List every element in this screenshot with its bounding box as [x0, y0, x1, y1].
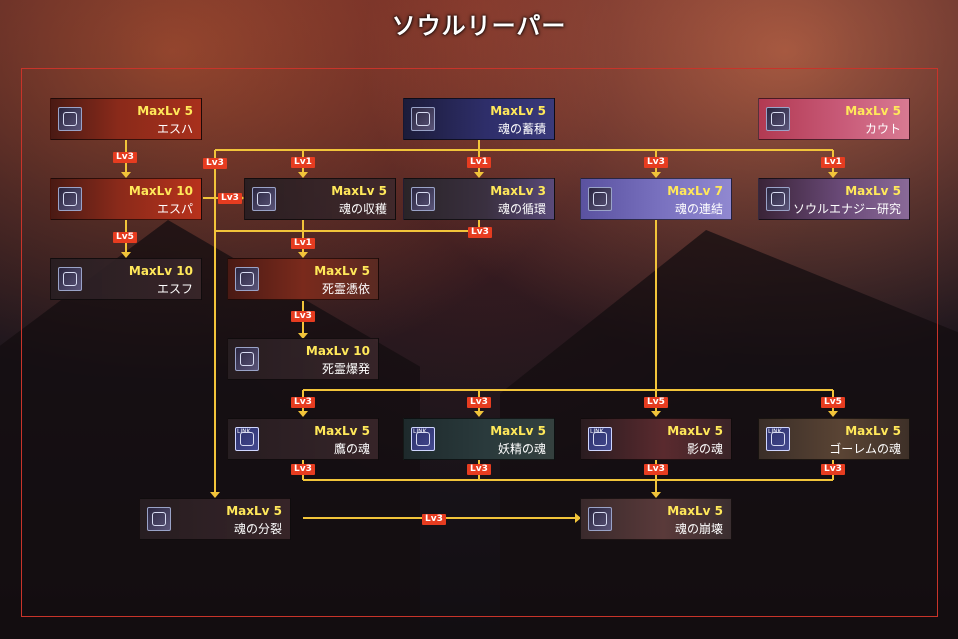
skill-name: 死霊憑依: [321, 282, 370, 296]
max-level: MaxLv 5: [137, 104, 193, 118]
skill-node-bunretsu[interactable]: MaxLv 5 魂の分裂: [139, 498, 291, 540]
skill-name: 死霊爆発: [321, 362, 370, 376]
skill-name: 妖精の魂: [497, 442, 546, 456]
max-level: MaxLv 5: [490, 104, 546, 118]
level-badge: Lv5: [821, 397, 845, 408]
split-soul-icon: [147, 507, 171, 531]
skill-node-kenkyuu[interactable]: MaxLv 5 ソウルエナジー研究: [758, 178, 910, 220]
max-level: MaxLv 10: [305, 344, 370, 358]
skill-name: ゴーレムの魂: [829, 442, 901, 456]
skull-icon: [235, 267, 259, 291]
skill-name: 魂の循環: [497, 202, 546, 216]
skill-name: エスハ: [156, 122, 193, 136]
skill-node-junkan[interactable]: MaxLv 3 魂の循環: [403, 178, 555, 220]
skill-node-esupa[interactable]: MaxLv 10 エスパ: [50, 178, 202, 220]
max-level: MaxLv 5: [490, 424, 546, 438]
skill-node-golem[interactable]: MaxLv 5 ゴーレムの魂: [758, 418, 910, 460]
layered-lines-icon: [58, 187, 82, 211]
skill-node-houkai[interactable]: MaxLv 5 魂の崩壊: [580, 498, 732, 540]
skill-node-shuukaku[interactable]: MaxLv 5 魂の収穫: [244, 178, 396, 220]
link-golem-icon: [766, 427, 790, 451]
skill-name: カウト: [864, 122, 901, 136]
level-badge: Lv1: [821, 157, 845, 168]
page-title: ソウルリーパー: [391, 12, 567, 40]
skill-name: 魂の分裂: [233, 522, 282, 536]
skill-node-yousei[interactable]: MaxLv 5 妖精の魂: [403, 418, 555, 460]
level-badge: Lv3: [203, 158, 227, 169]
skill-node-esuha[interactable]: MaxLv 5 エスハ: [50, 98, 202, 140]
pentagon-icon: [766, 107, 790, 131]
swirl-icon: [252, 187, 276, 211]
skill-name: 鷹の魂: [333, 442, 370, 456]
collapse-icon: [588, 507, 612, 531]
max-level: MaxLv 7: [667, 184, 723, 198]
link-fairy-icon: [411, 427, 435, 451]
skill-node-kage[interactable]: MaxLv 5 影の魂: [580, 418, 732, 460]
chain-bowl-icon: [588, 187, 612, 211]
level-badge: Lv3: [218, 193, 242, 204]
level-badge: Lv1: [467, 157, 491, 168]
max-level: MaxLv 10: [128, 264, 193, 278]
max-level: MaxLv 5: [667, 504, 723, 518]
skill-node-esufu[interactable]: MaxLv 10 エスフ: [50, 258, 202, 300]
level-badge: Lv5: [644, 397, 668, 408]
burst-icon: [235, 347, 259, 371]
max-level: MaxLv 10: [128, 184, 193, 198]
skill-name: 魂の蓄積: [497, 122, 546, 136]
skill-node-kauto[interactable]: MaxLv 5 カウト: [758, 98, 910, 140]
level-badge: Lv1: [291, 157, 315, 168]
rune-icon: [766, 187, 790, 211]
skill-node-tamashii-chikuseki[interactable]: MaxLv 5 魂の蓄積: [403, 98, 555, 140]
level-badge: Lv3: [467, 397, 491, 408]
cycle-icon: [411, 187, 435, 211]
skill-name: 魂の崩壊: [674, 522, 723, 536]
max-level: MaxLv 5: [314, 424, 370, 438]
skill-name: エスフ: [156, 282, 193, 296]
skill-node-taka[interactable]: MaxLv 5 鷹の魂: [227, 418, 379, 460]
skill-node-bakuhatsu[interactable]: MaxLv 10 死霊爆発: [227, 338, 379, 380]
skill-name: 影の魂: [686, 442, 723, 456]
max-level: MaxLv 5: [845, 424, 901, 438]
soul-orb-icon: [411, 107, 435, 131]
level-badge: Lv3: [422, 514, 446, 525]
level-badge: Lv3: [468, 227, 492, 238]
max-level: MaxLv 3: [490, 184, 546, 198]
skill-name: エスパ: [156, 202, 193, 216]
skill-name: 魂の連結: [674, 202, 723, 216]
striped-box-icon: [58, 267, 82, 291]
level-badge: Lv3: [644, 157, 668, 168]
max-level: MaxLv 5: [226, 504, 282, 518]
skill-name: ソウルエナジー研究: [792, 202, 901, 216]
skill-node-hyoui[interactable]: MaxLv 5 死霊憑依: [227, 258, 379, 300]
skill-tree-frame: [21, 68, 938, 617]
level-badge: Lv5: [113, 232, 137, 243]
max-level: MaxLv 5: [845, 104, 901, 118]
max-level: MaxLv 5: [314, 264, 370, 278]
level-badge: Lv3: [644, 464, 668, 475]
level-badge: Lv3: [113, 152, 137, 163]
level-badge: Lv1: [291, 238, 315, 249]
level-badge: Lv3: [291, 311, 315, 322]
max-level: MaxLv 5: [845, 184, 901, 198]
max-level: MaxLv 5: [667, 424, 723, 438]
level-badge: Lv3: [291, 397, 315, 408]
skill-node-renketsu[interactable]: MaxLv 7 魂の連結: [580, 178, 732, 220]
diagonal-lines-icon: [58, 107, 82, 131]
link-shadow-icon: [588, 427, 612, 451]
max-level: MaxLv 5: [331, 184, 387, 198]
level-badge: Lv3: [467, 464, 491, 475]
skill-name: 魂の収穫: [338, 202, 387, 216]
link-hawk-icon: [235, 427, 259, 451]
level-badge: Lv3: [291, 464, 315, 475]
level-badge: Lv3: [821, 464, 845, 475]
